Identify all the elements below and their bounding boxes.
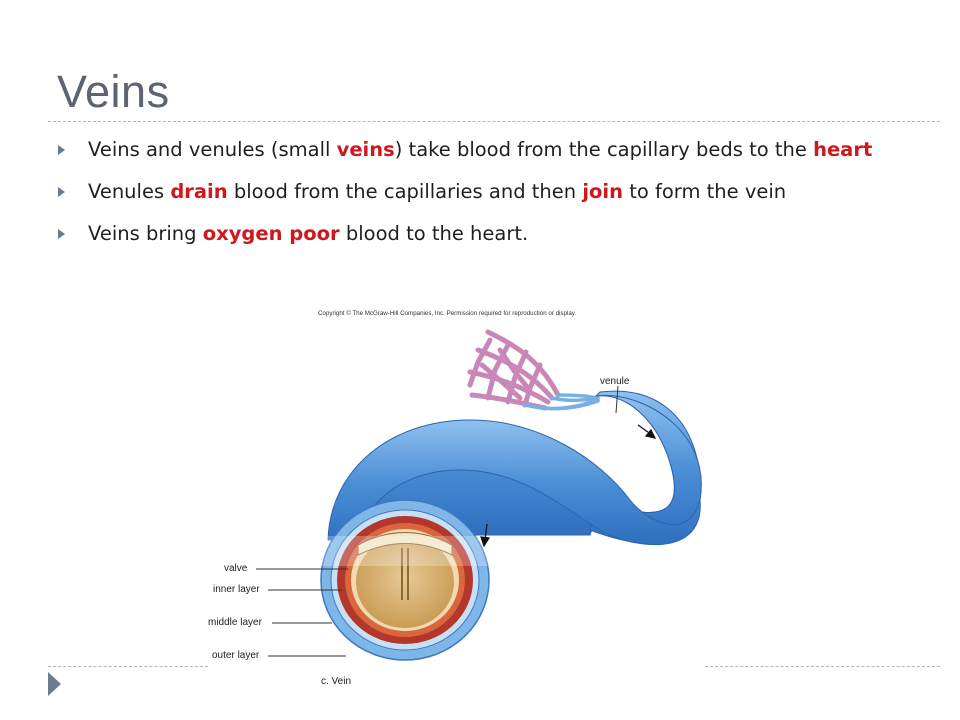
label-middle-layer: middle layer: [208, 617, 262, 628]
emphasis-heart: heart: [813, 138, 873, 161]
bullet-item-2: Venules drain blood from the capillaries…: [58, 178, 878, 206]
emphasis-oxygen-poor: oxygen poor: [202, 222, 340, 245]
vein-illustration: [256, 329, 702, 661]
emphasis-join: join: [582, 180, 623, 203]
figure-copyright: Copyright © The McGraw-Hill Companies, I…: [318, 310, 577, 317]
label-inner-layer: inner layer: [213, 584, 260, 595]
label-valve: valve: [224, 563, 248, 574]
venule-branches: [523, 393, 600, 411]
top-divider: [48, 121, 940, 122]
emphasis-drain: drain: [170, 180, 228, 203]
bullet-list: Veins and venules (small veins) take blo…: [58, 136, 878, 262]
triangle-bullet-icon: [58, 145, 65, 155]
label-outer-layer: outer layer: [212, 650, 260, 661]
flow-arrow-icon: [480, 424, 657, 548]
figure-caption: c. Vein: [321, 676, 352, 687]
triangle-bullet-icon: [58, 229, 65, 239]
bottom-divider-left: [48, 666, 208, 667]
slide-title: Veins: [57, 66, 170, 117]
emphasis-veins: veins: [336, 138, 395, 161]
capillary-bed: [467, 329, 561, 411]
triangle-bullet-icon: [58, 187, 65, 197]
bottom-divider-right: [705, 666, 940, 667]
vein-cross-section: [320, 499, 490, 661]
label-venule: venule: [600, 376, 630, 387]
corner-triangle-icon: [48, 672, 61, 696]
bullet-item-1: Veins and venules (small veins) take blo…: [58, 136, 878, 164]
bullet-item-3: Veins bring oxygen poor blood to the hea…: [58, 220, 878, 248]
